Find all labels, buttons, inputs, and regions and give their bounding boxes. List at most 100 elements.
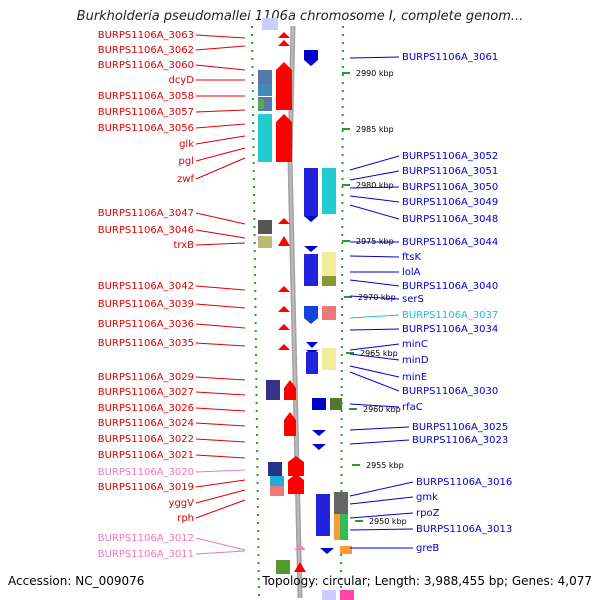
label-connector xyxy=(195,438,246,443)
gene-label[interactable]: BURPS1106A_3035 xyxy=(98,338,194,349)
gene-label[interactable]: BURPS1106A_3050 xyxy=(402,182,498,193)
gene-label[interactable]: serS xyxy=(402,294,424,305)
left-gene-labels[interactable]: BURPS1106A_3063BURPS1106A_3062BURPS1106A… xyxy=(98,30,195,560)
gene-label[interactable]: BURPS1106A_3024 xyxy=(98,418,194,429)
gene-label[interactable]: BURPS1106A_3020 xyxy=(98,467,194,478)
label-connector xyxy=(349,512,414,519)
gene-label[interactable]: BURPS1106A_3036 xyxy=(98,319,194,330)
gene-label[interactable]: BURPS1106A_3049 xyxy=(402,197,498,208)
label-connector xyxy=(349,195,400,203)
gene-label[interactable]: rph xyxy=(177,513,194,524)
gene-label[interactable]: glk xyxy=(179,139,194,150)
gene-label[interactable]: BURPS1106A_3029 xyxy=(98,372,194,383)
gene-label[interactable]: BURPS1106A_3063 xyxy=(98,30,194,41)
gene-label[interactable]: BURPS1106A_3057 xyxy=(98,107,194,118)
left-label-lines xyxy=(195,34,246,555)
gene-label[interactable]: BURPS1106A_3052 xyxy=(402,151,498,162)
label-connector xyxy=(349,56,400,59)
gene-label[interactable]: BURPS1106A_3042 xyxy=(98,281,194,292)
label-connector xyxy=(349,170,400,181)
gene-label[interactable]: BURPS1106A_3060 xyxy=(98,60,194,71)
gene-label[interactable]: BURPS1106A_3056 xyxy=(98,123,194,134)
gene-label[interactable]: BURPS1106A_3058 xyxy=(98,91,194,102)
label-connector xyxy=(349,528,414,531)
label-connector xyxy=(349,343,400,351)
label-connector xyxy=(349,496,414,505)
gene-label[interactable]: gmk xyxy=(416,492,438,503)
label-connector xyxy=(195,499,246,519)
label-connector xyxy=(349,155,400,171)
right-gene-glyphs xyxy=(304,50,352,554)
label-connector xyxy=(195,229,246,239)
gene-label[interactable]: minE xyxy=(402,372,427,383)
gene-label[interactable]: BURPS1106A_3046 xyxy=(98,225,194,236)
label-connector xyxy=(195,323,246,329)
gene-label[interactable]: BURPS1106A_3040 xyxy=(402,281,498,292)
gene-label[interactable]: zwf xyxy=(177,174,194,185)
gene-label[interactable]: BURPS1106A_3027 xyxy=(98,387,194,398)
label-connector xyxy=(195,479,246,488)
label-connector xyxy=(195,45,246,51)
label-connector xyxy=(195,212,246,225)
scale-tick-label: 2980 kbp xyxy=(356,181,394,190)
gene-label[interactable]: dcyD xyxy=(169,75,195,86)
label-connector xyxy=(349,403,400,408)
gene-label[interactable]: BURPS1106A_3019 xyxy=(98,482,194,493)
label-connector xyxy=(195,123,246,129)
gene-label[interactable]: ftsK xyxy=(402,252,421,263)
label-connector xyxy=(349,255,400,258)
scale-tick-label: 2990 kbp xyxy=(356,69,394,78)
gene-label[interactable]: BURPS1106A_3061 xyxy=(402,52,498,63)
gene-label[interactable]: BURPS1106A_3047 xyxy=(98,208,194,219)
label-connector xyxy=(349,371,400,392)
gene-label[interactable]: lolA xyxy=(402,267,421,278)
gene-label[interactable]: BURPS1106A_3037 xyxy=(402,310,498,321)
label-connector xyxy=(195,376,246,381)
gene-label[interactable]: BURPS1106A_3051 xyxy=(402,166,498,177)
label-connector xyxy=(349,481,414,497)
gene-label[interactable]: trxB xyxy=(173,240,194,251)
gene-label[interactable]: BURPS1106A_3012 xyxy=(98,533,194,544)
label-connector xyxy=(349,204,400,220)
gene-label[interactable]: BURPS1106A_3021 xyxy=(98,450,194,461)
label-connector xyxy=(195,147,246,162)
label-connector xyxy=(349,353,400,361)
left-gene-glyphs xyxy=(258,18,354,600)
label-connector xyxy=(195,242,246,246)
gene-label[interactable]: BURPS1106A_3044 xyxy=(402,237,498,248)
scale-tick-label: 2950 kbp xyxy=(369,517,407,526)
gene-label[interactable]: BURPS1106A_3048 xyxy=(402,214,498,225)
gene-label[interactable]: BURPS1106A_3013 xyxy=(416,524,512,535)
gene-label[interactable]: BURPS1106A_3022 xyxy=(98,434,194,445)
gene-label[interactable]: BURPS1106A_3026 xyxy=(98,403,194,414)
gene-label[interactable]: BURPS1106A_3025 xyxy=(412,422,508,433)
label-connector xyxy=(195,34,246,39)
gene-label[interactable]: BURPS1106A_3034 xyxy=(402,324,498,335)
gene-label[interactable]: yggV xyxy=(169,498,195,509)
right-gene-labels[interactable]: BURPS1106A_3061BURPS1106A_3052BURPS1106A… xyxy=(402,52,512,554)
label-connector xyxy=(349,328,400,331)
gene-label[interactable]: BURPS1106A_3039 xyxy=(98,299,194,310)
label-connector xyxy=(195,135,246,145)
label-connector xyxy=(195,109,246,113)
gene-label[interactable]: BURPS1106A_3030 xyxy=(402,386,498,397)
gene-label[interactable]: rpoZ xyxy=(416,508,440,519)
gene-label[interactable]: greB xyxy=(416,543,439,554)
scale-tick-label: 2960 kbp xyxy=(363,405,401,414)
label-connector xyxy=(349,439,410,445)
gene-label[interactable]: minC xyxy=(402,339,428,350)
gene-label[interactable]: BURPS1106A_3062 xyxy=(98,45,194,56)
scale-tick-label: 2955 kbp xyxy=(366,461,404,470)
gene-label[interactable]: pgl xyxy=(179,156,194,167)
gene-label[interactable]: BURPS1106A_3023 xyxy=(412,435,508,446)
label-connector xyxy=(195,422,246,427)
label-connector xyxy=(349,426,410,431)
gene-label[interactable]: BURPS1106A_3016 xyxy=(416,477,512,488)
label-connector xyxy=(195,303,246,309)
gene-label[interactable]: rfaC xyxy=(402,402,423,413)
label-connector xyxy=(195,407,246,412)
gene-label[interactable]: BURPS1106A_3011 xyxy=(98,549,194,560)
gene-label[interactable]: minD xyxy=(402,355,429,366)
label-connector xyxy=(195,489,246,504)
